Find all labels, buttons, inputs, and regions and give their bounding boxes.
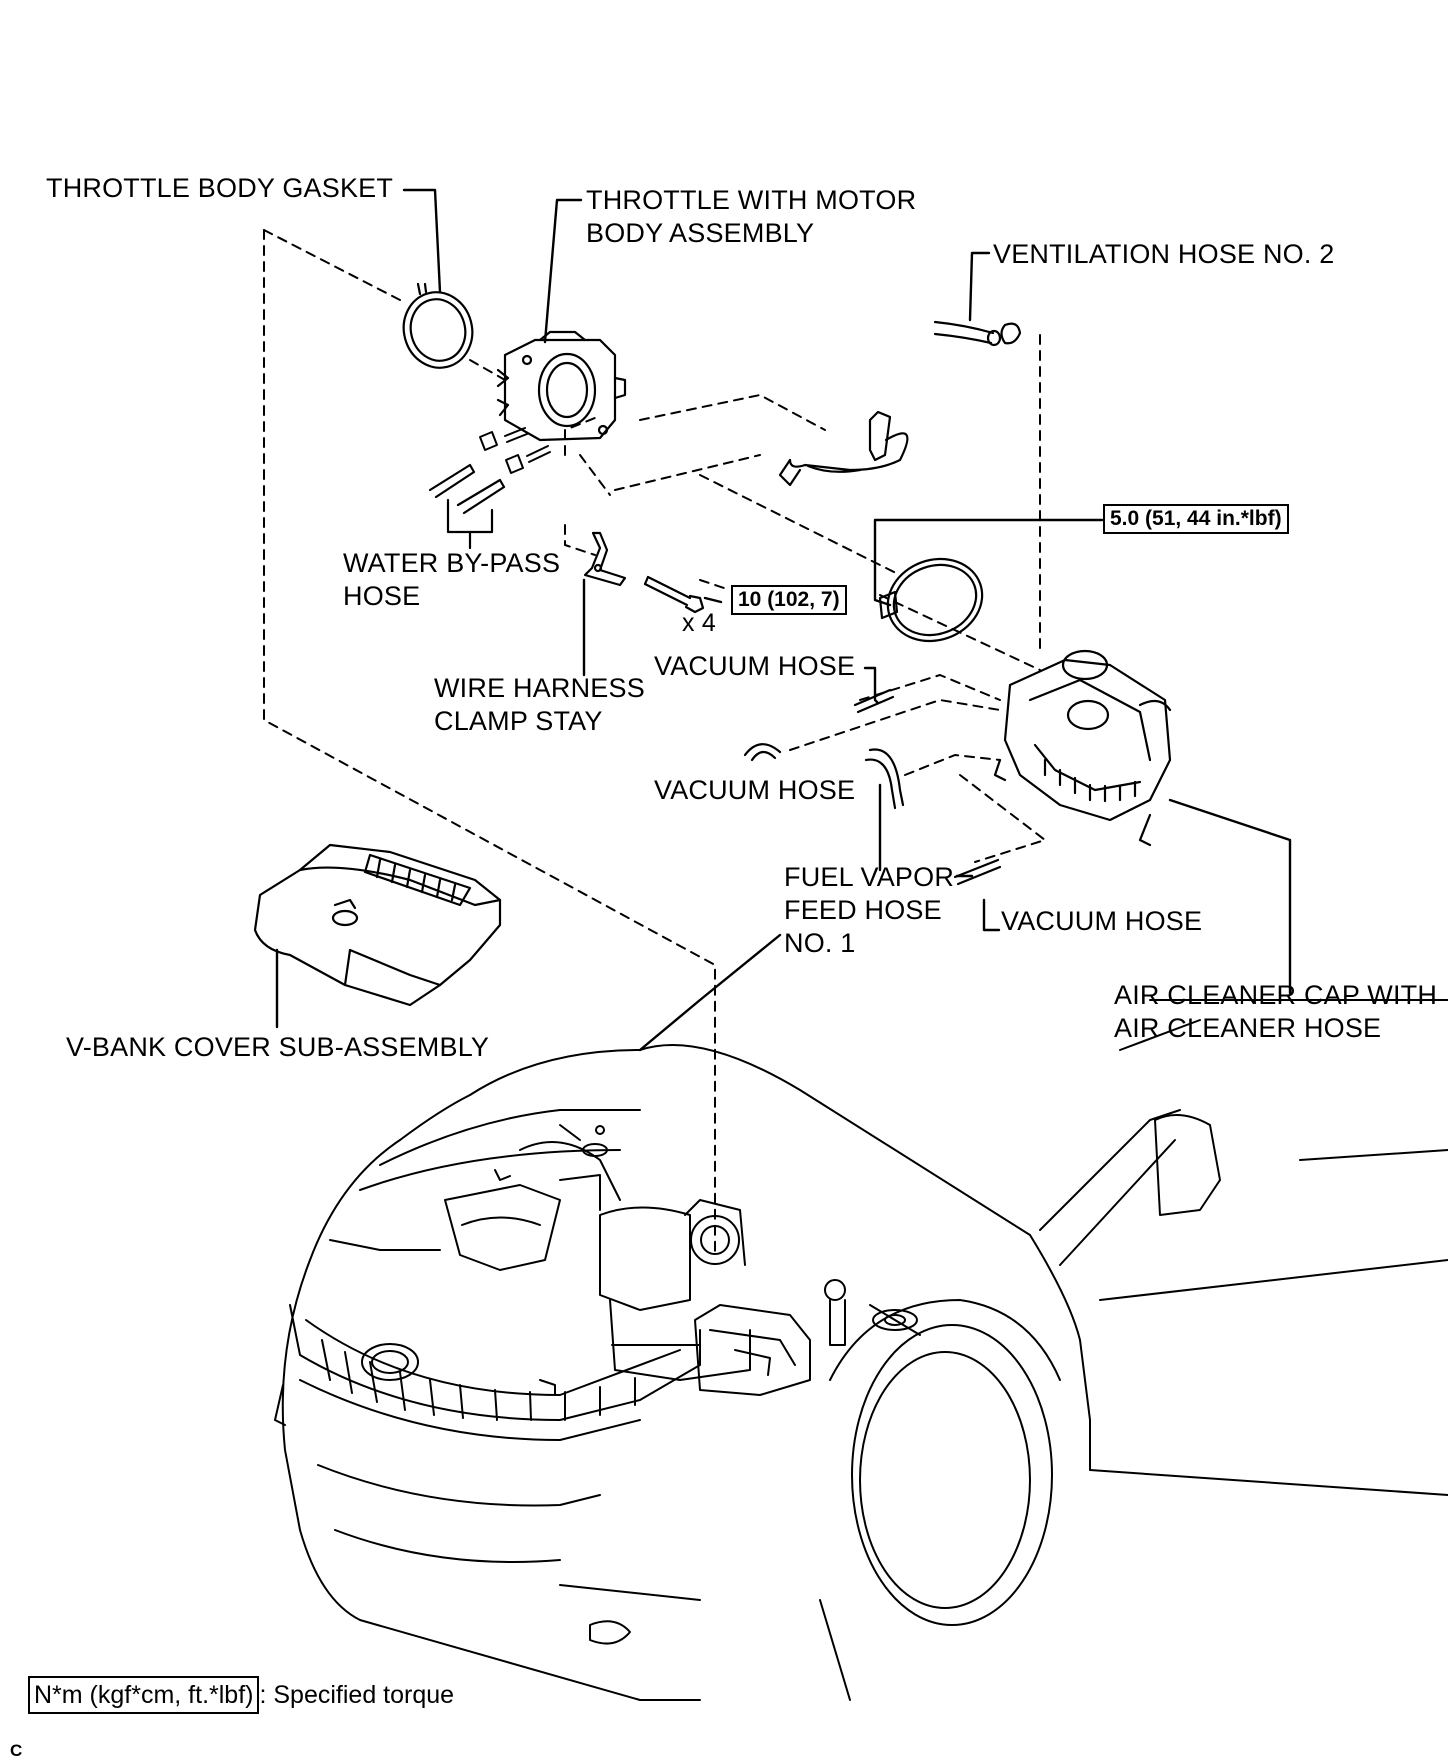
clamp-stay-drawing (583, 531, 627, 587)
vbank-cover-drawing (253, 843, 502, 1007)
throttle-body-gasket-drawing (402, 282, 474, 369)
label-vacuum-hose-lower: VACUUM HOSE (1001, 906, 1203, 936)
vehicle-drawing (274, 999, 1448, 1701)
label-air-cleaner-line1: AIR CLEANER CAP WITH (1114, 980, 1438, 1010)
air-cleaner-drawing (993, 649, 1172, 847)
throttle-body-drawing (496, 330, 627, 442)
hose-clamp-drawing (878, 557, 984, 643)
torque-legend: N*m (kgf*cm, ft.*lbf): Specified torque (28, 1676, 454, 1714)
label-water-bypass-line2: HOSE (343, 581, 421, 611)
label-vacuum-hose-upper: VACUUM HOSE (654, 651, 856, 681)
assembly-dashed-lines (263, 229, 1046, 1256)
label-throttle-motor-body-line2: BODY ASSEMBLY (586, 218, 815, 248)
vacuum-hose-small-drawings (743, 688, 1002, 886)
label-fuel-vapor-line1: FUEL VAPOR (784, 862, 955, 892)
label-fuel-vapor-line2: FEED HOSE (784, 895, 942, 925)
torque-box-clamp: 5.0 (51, 44 in.*lbf) (1103, 504, 1289, 534)
label-throttle-motor-body-line1: THROTTLE WITH MOTOR (586, 185, 917, 215)
label-wire-harness-line1: WIRE HARNESS (434, 673, 645, 703)
bolt-drawing (643, 575, 705, 614)
figure-code: C (10, 1741, 23, 1760)
label-water-bypass-line1: WATER BY-PASS (343, 548, 561, 578)
label-wire-harness-line2: CLAMP STAY (434, 706, 603, 736)
label-vbank-cover: V-BANK COVER SUB-ASSEMBLY (66, 1032, 490, 1062)
label-throttle-body-gasket: THROTTLE BODY GASKET (46, 173, 394, 203)
legend-unit-box: N*m (kgf*cm, ft.*lbf) (28, 1676, 260, 1714)
ventilation-hose-drawing (933, 320, 1022, 347)
label-fuel-vapor-line3: NO. 1 (784, 928, 856, 958)
legend-meaning: : Specified torque (259, 1681, 455, 1709)
label-ventilation-hose: VENTILATION HOSE NO. 2 (993, 239, 1335, 269)
label-air-cleaner-line2: AIR CLEANER HOSE (1114, 1013, 1382, 1043)
hose-fittings-drawing (479, 427, 551, 474)
label-vacuum-hose-middle: VACUUM HOSE (654, 775, 856, 805)
water-bypass-hose-drawing (428, 463, 506, 550)
wire-harness-drawing (778, 410, 909, 487)
label-bolt-quantity: x 4 (682, 609, 716, 637)
leader-lines (275, 188, 1292, 1052)
torque-box-bolt: 10 (102, 7) (731, 585, 847, 615)
